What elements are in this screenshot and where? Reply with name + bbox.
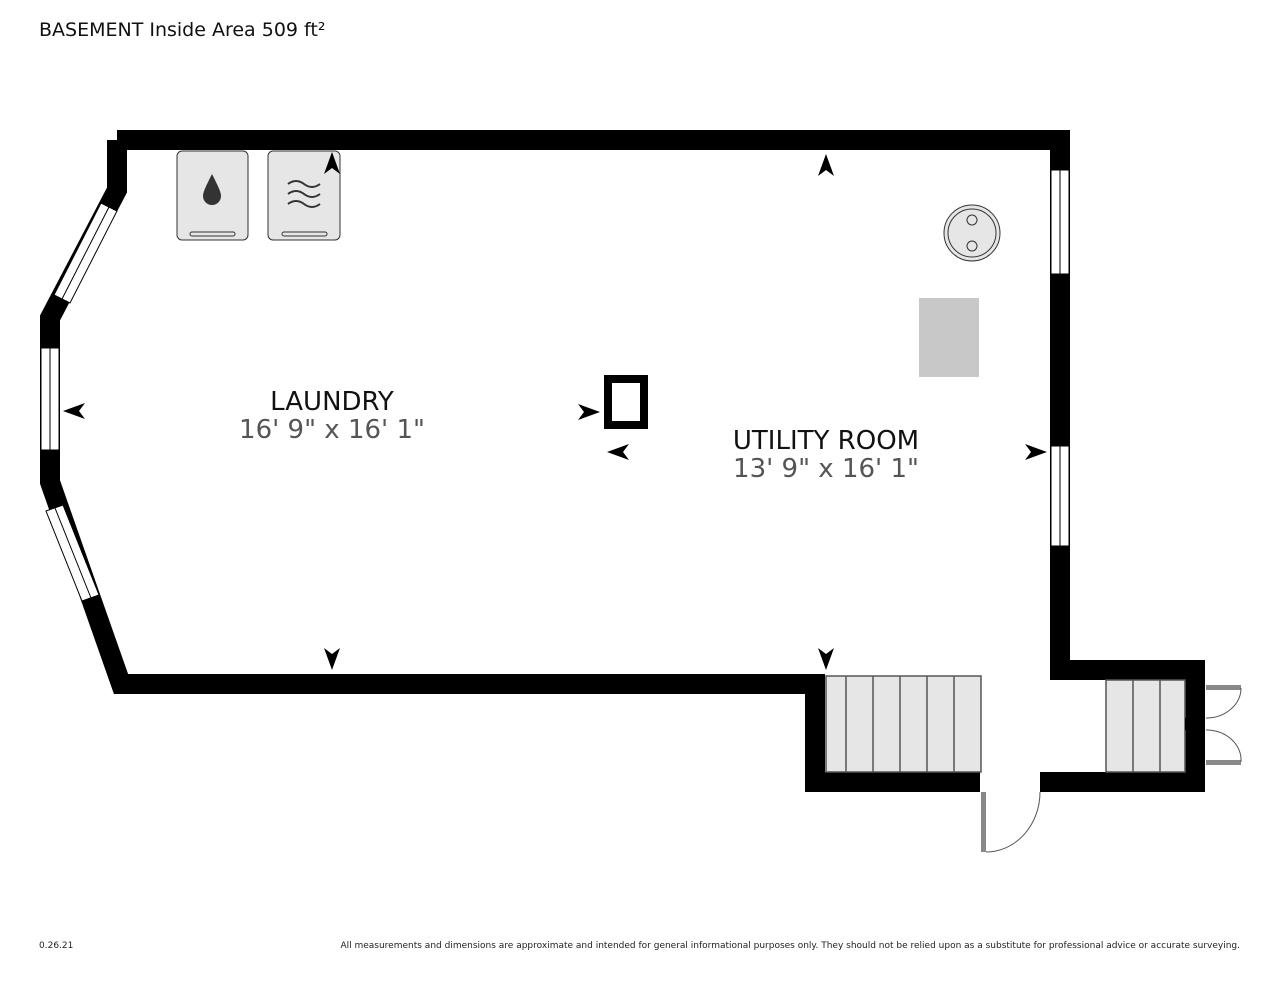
- dryer-icon: [267, 150, 341, 241]
- room-label-laundry: LAUNDRY 16' 9" x 16' 1": [239, 388, 425, 444]
- stairs-icon: [825, 675, 1186, 773]
- dimension-arrow-icon: [63, 152, 1047, 670]
- room-dimensions: 13' 9" x 16' 1": [733, 454, 919, 484]
- disclaimer: All measurements and dimensions are appr…: [340, 941, 1240, 951]
- room-name: LAUNDRY: [270, 387, 394, 417]
- version-label: 0.26.21: [39, 941, 74, 951]
- utility-unit: [919, 298, 979, 377]
- water-heater-icon: [943, 204, 1001, 262]
- window-icon: [40, 169, 1070, 602]
- washer-icon: [176, 150, 249, 241]
- column: [604, 375, 648, 429]
- door-icon: [981, 685, 1242, 853]
- room-label-utility: UTILITY ROOM 13' 9" x 16' 1": [733, 427, 919, 483]
- room-dimensions: 16' 9" x 16' 1": [239, 415, 425, 445]
- plan-title: BASEMENT Inside Area 509 ft²: [39, 19, 326, 41]
- room-name: UTILITY ROOM: [732, 426, 920, 456]
